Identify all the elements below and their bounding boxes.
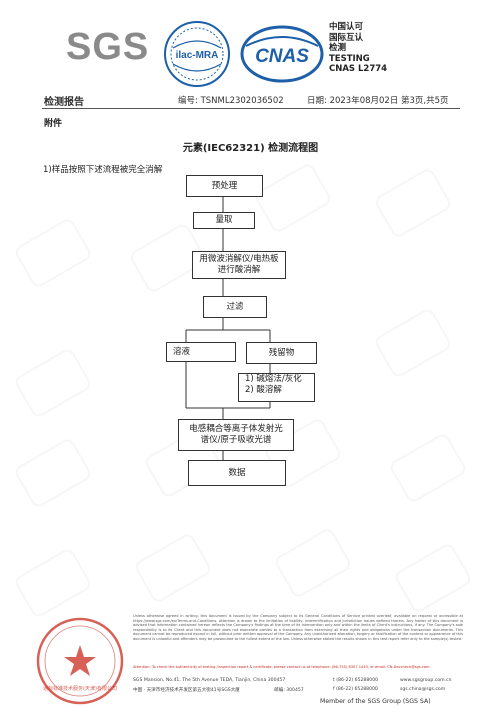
residue-step2: 2) 酸溶解	[245, 385, 282, 395]
report-date: 日期: 2023年08月02日	[307, 96, 399, 106]
sgs-logo: SGS	[66, 26, 150, 68]
terms-disclaimer: Unless otherwise agreed in writing, this…	[133, 614, 463, 641]
residue-step1: 1) 碱熔法/灰化	[245, 374, 302, 384]
cnas-line: 国际互认	[329, 32, 364, 43]
step-pretreatment: 预处理	[186, 175, 263, 197]
step-digestion-line2: 进行酸消解	[217, 265, 261, 275]
telephone: t (86-22) 65288000	[333, 678, 379, 683]
report-number: 编号: TSNML2302036502	[178, 96, 284, 106]
website-link[interactable]: www.sgsgroup.com.cn	[400, 678, 452, 683]
step-residue-label: 残留物	[268, 347, 295, 358]
icp-line2: 谱仪/原子吸收光谱	[200, 435, 272, 445]
cnas-logo: CNAS	[240, 25, 324, 83]
cnas-accreditation-text: 中国认可 国际互认 检测 TESTING CNAS L2774	[329, 22, 387, 75]
step-residue: 残留物	[246, 342, 317, 364]
email-link[interactable]: sgs.china@sgs.com	[400, 687, 446, 692]
step-solution-label: 溶液	[173, 346, 191, 357]
company-seal: 通标标准技术服务(天津)有限公司	[36, 617, 124, 705]
cnas-line: 检测	[329, 43, 347, 53]
attachment-label: 附件	[44, 119, 63, 129]
step-filter-label: 过滤	[226, 301, 244, 312]
step-data: 数据	[188, 460, 286, 486]
seal-text: 通标标准技术服务(天津)有限公司	[43, 685, 117, 692]
page-indicator: 第3页,共5页	[401, 96, 449, 106]
address-en: SGS Mansion, No.41, The 5th Avenue TEDA,…	[133, 678, 286, 683]
ilac-mra-logo: ilac-MRA	[164, 21, 230, 87]
cnas-line: CNAS L2774	[329, 64, 388, 74]
step-solution: 溶液	[166, 342, 236, 362]
cnas-text: CNAS	[255, 46, 309, 67]
header-divider	[42, 108, 460, 109]
cnas-line: TESTING	[329, 53, 370, 64]
authenticity-notice: Attention: To check the authenticity of …	[133, 665, 430, 669]
document-title: 元素(IEC62321) 检测流程图	[182, 143, 319, 154]
cnas-line: 中国认可	[329, 22, 364, 32]
address-cn: 中国 · 天津市经济技术开发区第五大街41号SGS大厦	[133, 688, 240, 693]
procedure-note: 1)样品按照下述流程被完全消解	[43, 165, 163, 175]
step-filter: 过滤	[203, 296, 267, 318]
step-weighing-label: 量取	[215, 215, 233, 225]
step-digestion-line1: 用微波消解仪/电热板	[199, 254, 279, 264]
step-pretreatment-label: 预处理	[211, 180, 238, 191]
step-weighing: 量取	[193, 212, 255, 229]
fax: f (86-22) 65288000	[333, 687, 378, 692]
step-residue-treatment: 1) 碱熔法/灰化 2) 酸溶解	[238, 373, 315, 402]
step-icp-analysis: 电感耦合等离子体发射光 谱仪/原子吸收光谱	[178, 419, 294, 451]
postcode: 邮编: 300457	[274, 688, 304, 693]
ilac-text: ilac-MRA	[176, 50, 219, 61]
step-acid-digestion: 用微波消解仪/电热板 进行酸消解	[192, 251, 286, 279]
step-data-label: 数据	[228, 467, 246, 478]
sgs-membership: Member of the SGS Group (SGS SA)	[320, 698, 431, 705]
icp-line1: 电感耦合等离子体发射光	[189, 424, 283, 434]
report-title: 检测报告	[44, 97, 84, 108]
